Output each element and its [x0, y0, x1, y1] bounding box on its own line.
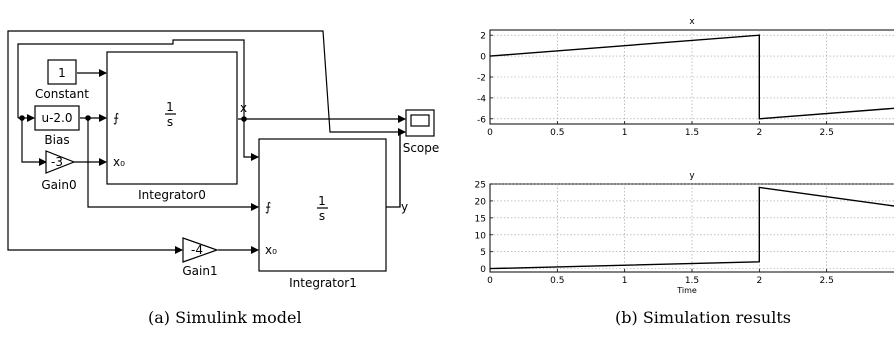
x-tick-label: 2.5	[820, 128, 834, 138]
y-tick-label: 10	[475, 231, 487, 241]
integrator1-ic-port: x₀	[265, 243, 277, 257]
scope-screen	[410, 114, 430, 127]
gain0-label: Gain0	[41, 178, 76, 192]
wire-feedback-to-gain0	[21, 118, 47, 166]
x-tick-label: 2	[756, 128, 762, 138]
integrator0-output-port: x	[240, 101, 247, 115]
x-tick-label: 1	[622, 276, 628, 286]
x-tick-label: 2.5	[820, 276, 834, 286]
y-tick-label: 2	[480, 32, 486, 42]
y-tick-label: -2	[477, 74, 486, 84]
integrator1-reset-port: ⨍	[265, 200, 271, 214]
constant-block[interactable]	[47, 59, 77, 85]
integrator0-ic-port: x₀	[113, 155, 125, 169]
y-tick-label: -4	[477, 94, 486, 104]
signal-lines	[7, 30, 406, 254]
wire-x-feedback	[17, 39, 245, 119]
integrator1-block[interactable]	[258, 138, 387, 272]
constant-label: Constant	[35, 87, 89, 101]
simulink-model	[7, 30, 435, 272]
plot-x: x 0 0.5 1 1.5 2 2.5 2 0 -2 -4 -6	[477, 17, 894, 138]
gain1-block[interactable]	[182, 237, 219, 263]
x-axis-label: Time	[676, 286, 697, 295]
integrator0-den: s	[167, 115, 173, 129]
gain1-value: -4	[191, 243, 203, 257]
gain0-value: -3	[51, 155, 63, 169]
x-tick-label: 1.5	[685, 128, 699, 138]
bias-block[interactable]	[34, 105, 80, 131]
x-tick-label: 1	[622, 128, 628, 138]
wire-x-to-int1-input	[243, 119, 259, 161]
gain0-block[interactable]	[45, 150, 76, 174]
integrator0-block[interactable]	[106, 51, 238, 185]
integrator1-output-port: y	[401, 200, 408, 214]
integrator1-den: s	[319, 209, 325, 223]
integrator0-label: Integrator0	[138, 188, 206, 202]
integrator1-label: Integrator1	[289, 276, 357, 290]
junction-dot	[85, 115, 91, 121]
y-tick-label: 0	[480, 53, 486, 63]
series-line-x	[489, 34, 894, 120]
x-tick-label: 0.5	[550, 276, 564, 286]
junction-dot	[19, 115, 25, 121]
simulink-labels: 1 Constant u-2.0 Bias -3 Gain0 -4 Gain1 …	[35, 66, 439, 290]
caption-simulink-model: (a) Simulink model	[148, 308, 302, 327]
plot-title: x	[689, 17, 695, 27]
x-tick-label: 2	[756, 276, 762, 286]
y-tick-label: -6	[477, 115, 486, 125]
junction-dot	[241, 116, 247, 122]
y-tick-label: 25	[475, 181, 486, 191]
y-tick-label: 5	[480, 248, 486, 258]
bias-value: u-2.0	[41, 111, 72, 125]
plot-title: y	[689, 171, 695, 181]
series-line-y	[489, 186, 894, 270]
wire-bias-to-int1-reset	[87, 118, 259, 211]
x-tick-label: 0	[487, 276, 493, 286]
constant-value: 1	[58, 66, 66, 80]
x-tick-label: 1.5	[685, 276, 699, 286]
integrator1-num: 1	[318, 194, 326, 208]
y-tick-label: 20	[475, 197, 487, 207]
bias-label: Bias	[44, 133, 69, 147]
gain1-label: Gain1	[182, 264, 217, 278]
x-tick-label: 0.5	[550, 128, 564, 138]
y-tick-label: 15	[475, 214, 486, 224]
y-tick-label: 0	[480, 265, 486, 275]
wire-y-feedback	[7, 30, 401, 254]
integrator0-reset-port: ⨍	[113, 111, 119, 125]
x-tick-label: 0	[487, 128, 493, 138]
caption-simulation-results: (b) Simulation results	[615, 308, 791, 327]
integrator0-num: 1	[166, 100, 174, 114]
scope-label: Scope	[403, 141, 440, 155]
